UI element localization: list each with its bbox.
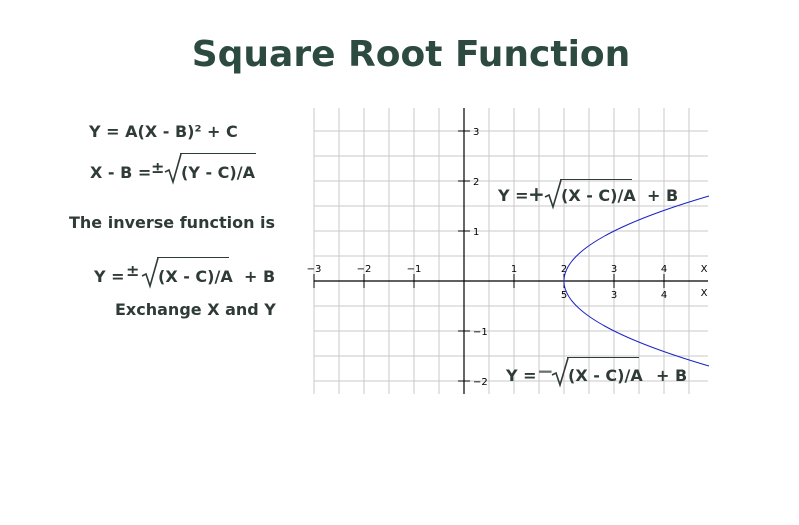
radical-bar bbox=[560, 179, 632, 180]
x-tick-label: 2 bbox=[561, 264, 567, 275]
plus-sign: + bbox=[528, 182, 545, 206]
radical-sign-icon bbox=[544, 179, 562, 210]
x-tick-label: 1 bbox=[511, 264, 517, 275]
inverse-equation-radicand: (X - C)/A bbox=[158, 267, 233, 286]
x-axis-label: X bbox=[701, 264, 708, 275]
radical-bar bbox=[157, 257, 229, 258]
exchange-note: Exchange X and Y bbox=[115, 300, 276, 319]
y-tick-label: 1 bbox=[473, 227, 479, 238]
y-tick-label: 3 bbox=[473, 127, 479, 138]
x-tick-label: −3 bbox=[307, 264, 322, 275]
minus-sign: − bbox=[537, 359, 554, 383]
upper-branch-tail: + B bbox=[647, 186, 679, 205]
secondary-x-tick-label: 3 bbox=[611, 290, 617, 301]
upper-branch-radicand: (X - C)/A bbox=[561, 186, 636, 205]
radical-bar bbox=[567, 357, 639, 358]
page-title: Square Root Function bbox=[191, 34, 631, 75]
equation-parabola: Y = A(X - B)² + C bbox=[89, 122, 238, 141]
lower-branch-radicand: (X - C)/A bbox=[568, 366, 643, 385]
y-tick-label: −1 bbox=[473, 327, 488, 338]
secondary-x-tick-label: 4 bbox=[661, 290, 667, 301]
secondary-x-axis-label: X bbox=[701, 288, 708, 299]
radical-bar bbox=[180, 153, 256, 154]
lower-branch-tail: + B bbox=[656, 366, 688, 385]
radical-sign-icon bbox=[551, 357, 569, 388]
lower-branch-equation-lhs: Y = bbox=[506, 366, 537, 385]
upper-branch-equation-lhs: Y = bbox=[498, 186, 529, 205]
inverse-equation-tail: + B bbox=[244, 267, 276, 286]
y-tick-label: −2 bbox=[473, 377, 488, 388]
x-tick-label: 4 bbox=[661, 264, 667, 275]
plus-minus-sign: ± bbox=[151, 158, 165, 177]
secondary-x-tick-label: 5 bbox=[561, 290, 567, 301]
square-root-curve bbox=[563, 195, 710, 367]
x-tick-label: −2 bbox=[357, 264, 372, 275]
equation-solved-lhs: X - B = bbox=[90, 163, 152, 182]
y-tick-label: 2 bbox=[473, 177, 479, 188]
x-tick-label: 3 bbox=[611, 264, 617, 275]
radical-sign-icon bbox=[164, 153, 182, 185]
inverse-function-label: The inverse function is bbox=[69, 213, 276, 232]
radical-sign-icon bbox=[141, 257, 159, 289]
equation-solved-radicand: (Y - C)/A bbox=[181, 163, 255, 182]
x-tick-label: −1 bbox=[407, 264, 422, 275]
plus-minus-sign: ± bbox=[126, 261, 140, 280]
inverse-equation-lhs: Y = bbox=[94, 267, 125, 286]
